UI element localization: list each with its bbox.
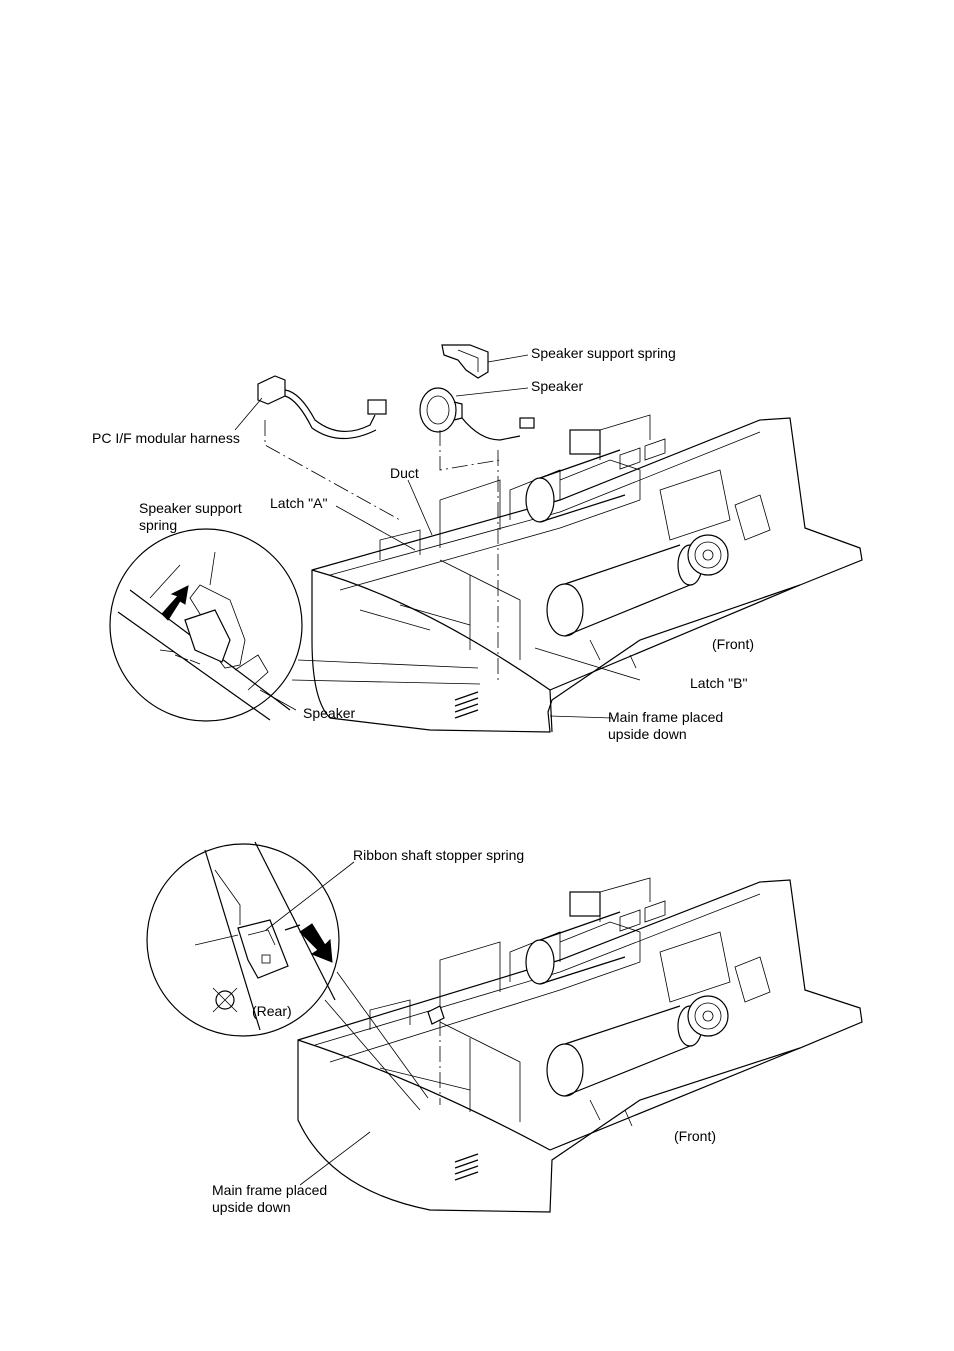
label-inset-spring-line1: Speaker support (139, 500, 242, 516)
label-front: (Front) (712, 636, 754, 652)
speaker-support-spring-part (441, 344, 489, 379)
label-front-2: (Front) (674, 1128, 716, 1144)
label-duct: Duct (390, 465, 419, 481)
label-main-frame-line1: Main frame placed (608, 709, 723, 725)
inset-speaker-circle (109, 528, 303, 722)
label-main-frame-2-line1: Main frame placed (212, 1182, 327, 1198)
figure-1: Speaker support spring Speaker PC I/F mo… (92, 344, 863, 742)
label-speaker: Speaker (531, 378, 583, 394)
label-main-frame-2-line2: upside down (212, 1199, 291, 1215)
speaker-part (419, 387, 535, 441)
pc-if-harness-part (257, 375, 387, 440)
main-frame-lower (297, 877, 863, 1213)
label-main-frame-line2: upside down (608, 726, 687, 742)
label-pc-if-harness: PC I/F modular harness (92, 430, 240, 446)
label-latch-a: Latch "A" (270, 495, 327, 511)
label-rear: (Rear) (252, 1003, 292, 1019)
label-inset-speaker: Speaker (303, 705, 355, 721)
inset-ribbon-circle (146, 841, 340, 1037)
label-inset-spring-line2: spring (139, 517, 177, 533)
label-latch-b: Latch "B" (690, 675, 747, 691)
main-frame-upper (311, 414, 863, 733)
label-ribbon-spring: Ribbon shaft stopper spring (353, 847, 524, 863)
figure-2: Ribbon shaft stopper spring (Rear) (Fron… (146, 841, 863, 1215)
label-speaker-support-spring: Speaker support spring (531, 345, 676, 361)
